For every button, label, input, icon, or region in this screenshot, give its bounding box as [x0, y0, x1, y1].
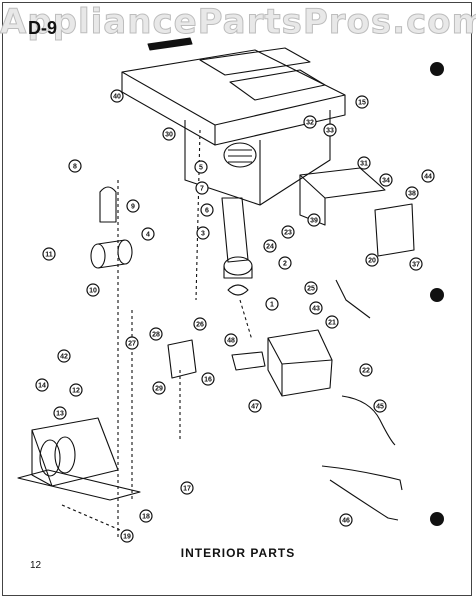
svg-text:37: 37 [412, 262, 420, 269]
callout-44: 44 [421, 169, 435, 183]
svg-text:21: 21 [328, 320, 336, 327]
callout-34: 34 [379, 173, 393, 187]
svg-text:45: 45 [376, 404, 384, 411]
svg-text:19: 19 [123, 534, 131, 541]
svg-text:33: 33 [326, 128, 334, 135]
callout-47: 47 [248, 399, 262, 413]
callout-15: 15 [355, 95, 369, 109]
callout-40: 40 [110, 89, 124, 103]
svg-text:1: 1 [270, 302, 274, 309]
svg-text:17: 17 [183, 486, 191, 493]
callout-31: 31 [357, 156, 371, 170]
svg-text:47: 47 [251, 404, 259, 411]
callout-37: 37 [409, 257, 423, 271]
svg-text:23: 23 [284, 230, 292, 237]
svg-text:40: 40 [113, 94, 121, 101]
callout-29: 29 [152, 381, 166, 395]
callout-11: 11 [42, 247, 56, 261]
svg-text:6: 6 [205, 208, 209, 215]
callout-45: 45 [373, 399, 387, 413]
callout-20: 20 [365, 253, 379, 267]
callout-13: 13 [53, 406, 67, 420]
svg-text:9: 9 [131, 204, 135, 211]
svg-text:30: 30 [165, 132, 173, 139]
callout-22: 22 [359, 363, 373, 377]
callout-33: 33 [323, 123, 337, 137]
callout-21: 21 [325, 315, 339, 329]
callout-9: 9 [126, 199, 140, 213]
page-id: D-9 [28, 18, 58, 38]
svg-text:4: 4 [146, 232, 150, 239]
callout-23: 23 [281, 225, 295, 239]
callout-19: 19 [120, 529, 134, 543]
watermark: AppliancePartsPros.com [0, 2, 476, 43]
svg-text:7: 7 [200, 186, 204, 193]
svg-text:34: 34 [382, 178, 390, 185]
page-number: 12 [30, 560, 42, 571]
svg-text:43: 43 [312, 306, 320, 313]
callout-7: 7 [195, 181, 209, 195]
callout-5: 5 [194, 160, 208, 174]
svg-text:22: 22 [362, 368, 370, 375]
callout-14: 14 [35, 378, 49, 392]
callout-30: 30 [162, 127, 176, 141]
svg-text:39: 39 [310, 218, 318, 225]
callout-26: 26 [193, 317, 207, 331]
svg-text:48: 48 [227, 338, 235, 345]
svg-text:2: 2 [283, 261, 287, 268]
svg-text:10: 10 [89, 288, 97, 295]
binder-hole-icon [430, 512, 444, 526]
svg-text:8: 8 [73, 164, 77, 171]
callout-1: 1 [265, 297, 279, 311]
binder-hole-icon [430, 288, 444, 302]
svg-text:32: 32 [306, 120, 314, 127]
callout-39: 39 [307, 213, 321, 227]
callout-43: 43 [309, 301, 323, 315]
svg-text:20: 20 [368, 258, 376, 265]
callout-38: 38 [405, 186, 419, 200]
callout-16: 16 [201, 372, 215, 386]
svg-text:5: 5 [199, 165, 203, 172]
callout-25: 25 [304, 281, 318, 295]
svg-text:26: 26 [196, 322, 204, 329]
svg-text:14: 14 [38, 383, 46, 390]
callout-3: 3 [196, 226, 210, 240]
svg-text:46: 46 [342, 518, 350, 525]
callout-48: 48 [224, 333, 238, 347]
diagram-caption: INTERIOR PARTS [180, 546, 296, 560]
callout-42: 42 [57, 349, 71, 363]
callout-17: 17 [180, 481, 194, 495]
svg-text:28: 28 [152, 332, 160, 339]
svg-text:15: 15 [358, 100, 366, 107]
svg-text:13: 13 [56, 411, 64, 418]
callout-28: 28 [149, 327, 163, 341]
callout-12: 12 [69, 383, 83, 397]
svg-text:18: 18 [142, 514, 150, 521]
svg-text:11: 11 [45, 252, 53, 259]
svg-text:44: 44 [424, 174, 432, 181]
callout-32: 32 [303, 115, 317, 129]
svg-text:31: 31 [360, 161, 368, 168]
svg-text:29: 29 [155, 386, 163, 393]
callout-18: 18 [139, 509, 153, 523]
svg-text:25: 25 [307, 286, 315, 293]
svg-text:38: 38 [408, 191, 416, 198]
page-frame [2, 2, 472, 596]
svg-text:27: 27 [128, 341, 136, 348]
svg-text:12: 12 [72, 388, 80, 395]
callout-27: 27 [125, 336, 139, 350]
svg-text:16: 16 [204, 377, 212, 384]
callout-10: 10 [86, 283, 100, 297]
binder-hole-icon [430, 62, 444, 76]
callout-4: 4 [141, 227, 155, 241]
callout-2: 2 [278, 256, 292, 270]
callout-6: 6 [200, 203, 214, 217]
callout-8: 8 [68, 159, 82, 173]
svg-text:24: 24 [266, 244, 274, 251]
callout-46: 46 [339, 513, 353, 527]
svg-text:3: 3 [201, 231, 205, 238]
svg-text:42: 42 [60, 354, 68, 361]
callout-24: 24 [263, 239, 277, 253]
